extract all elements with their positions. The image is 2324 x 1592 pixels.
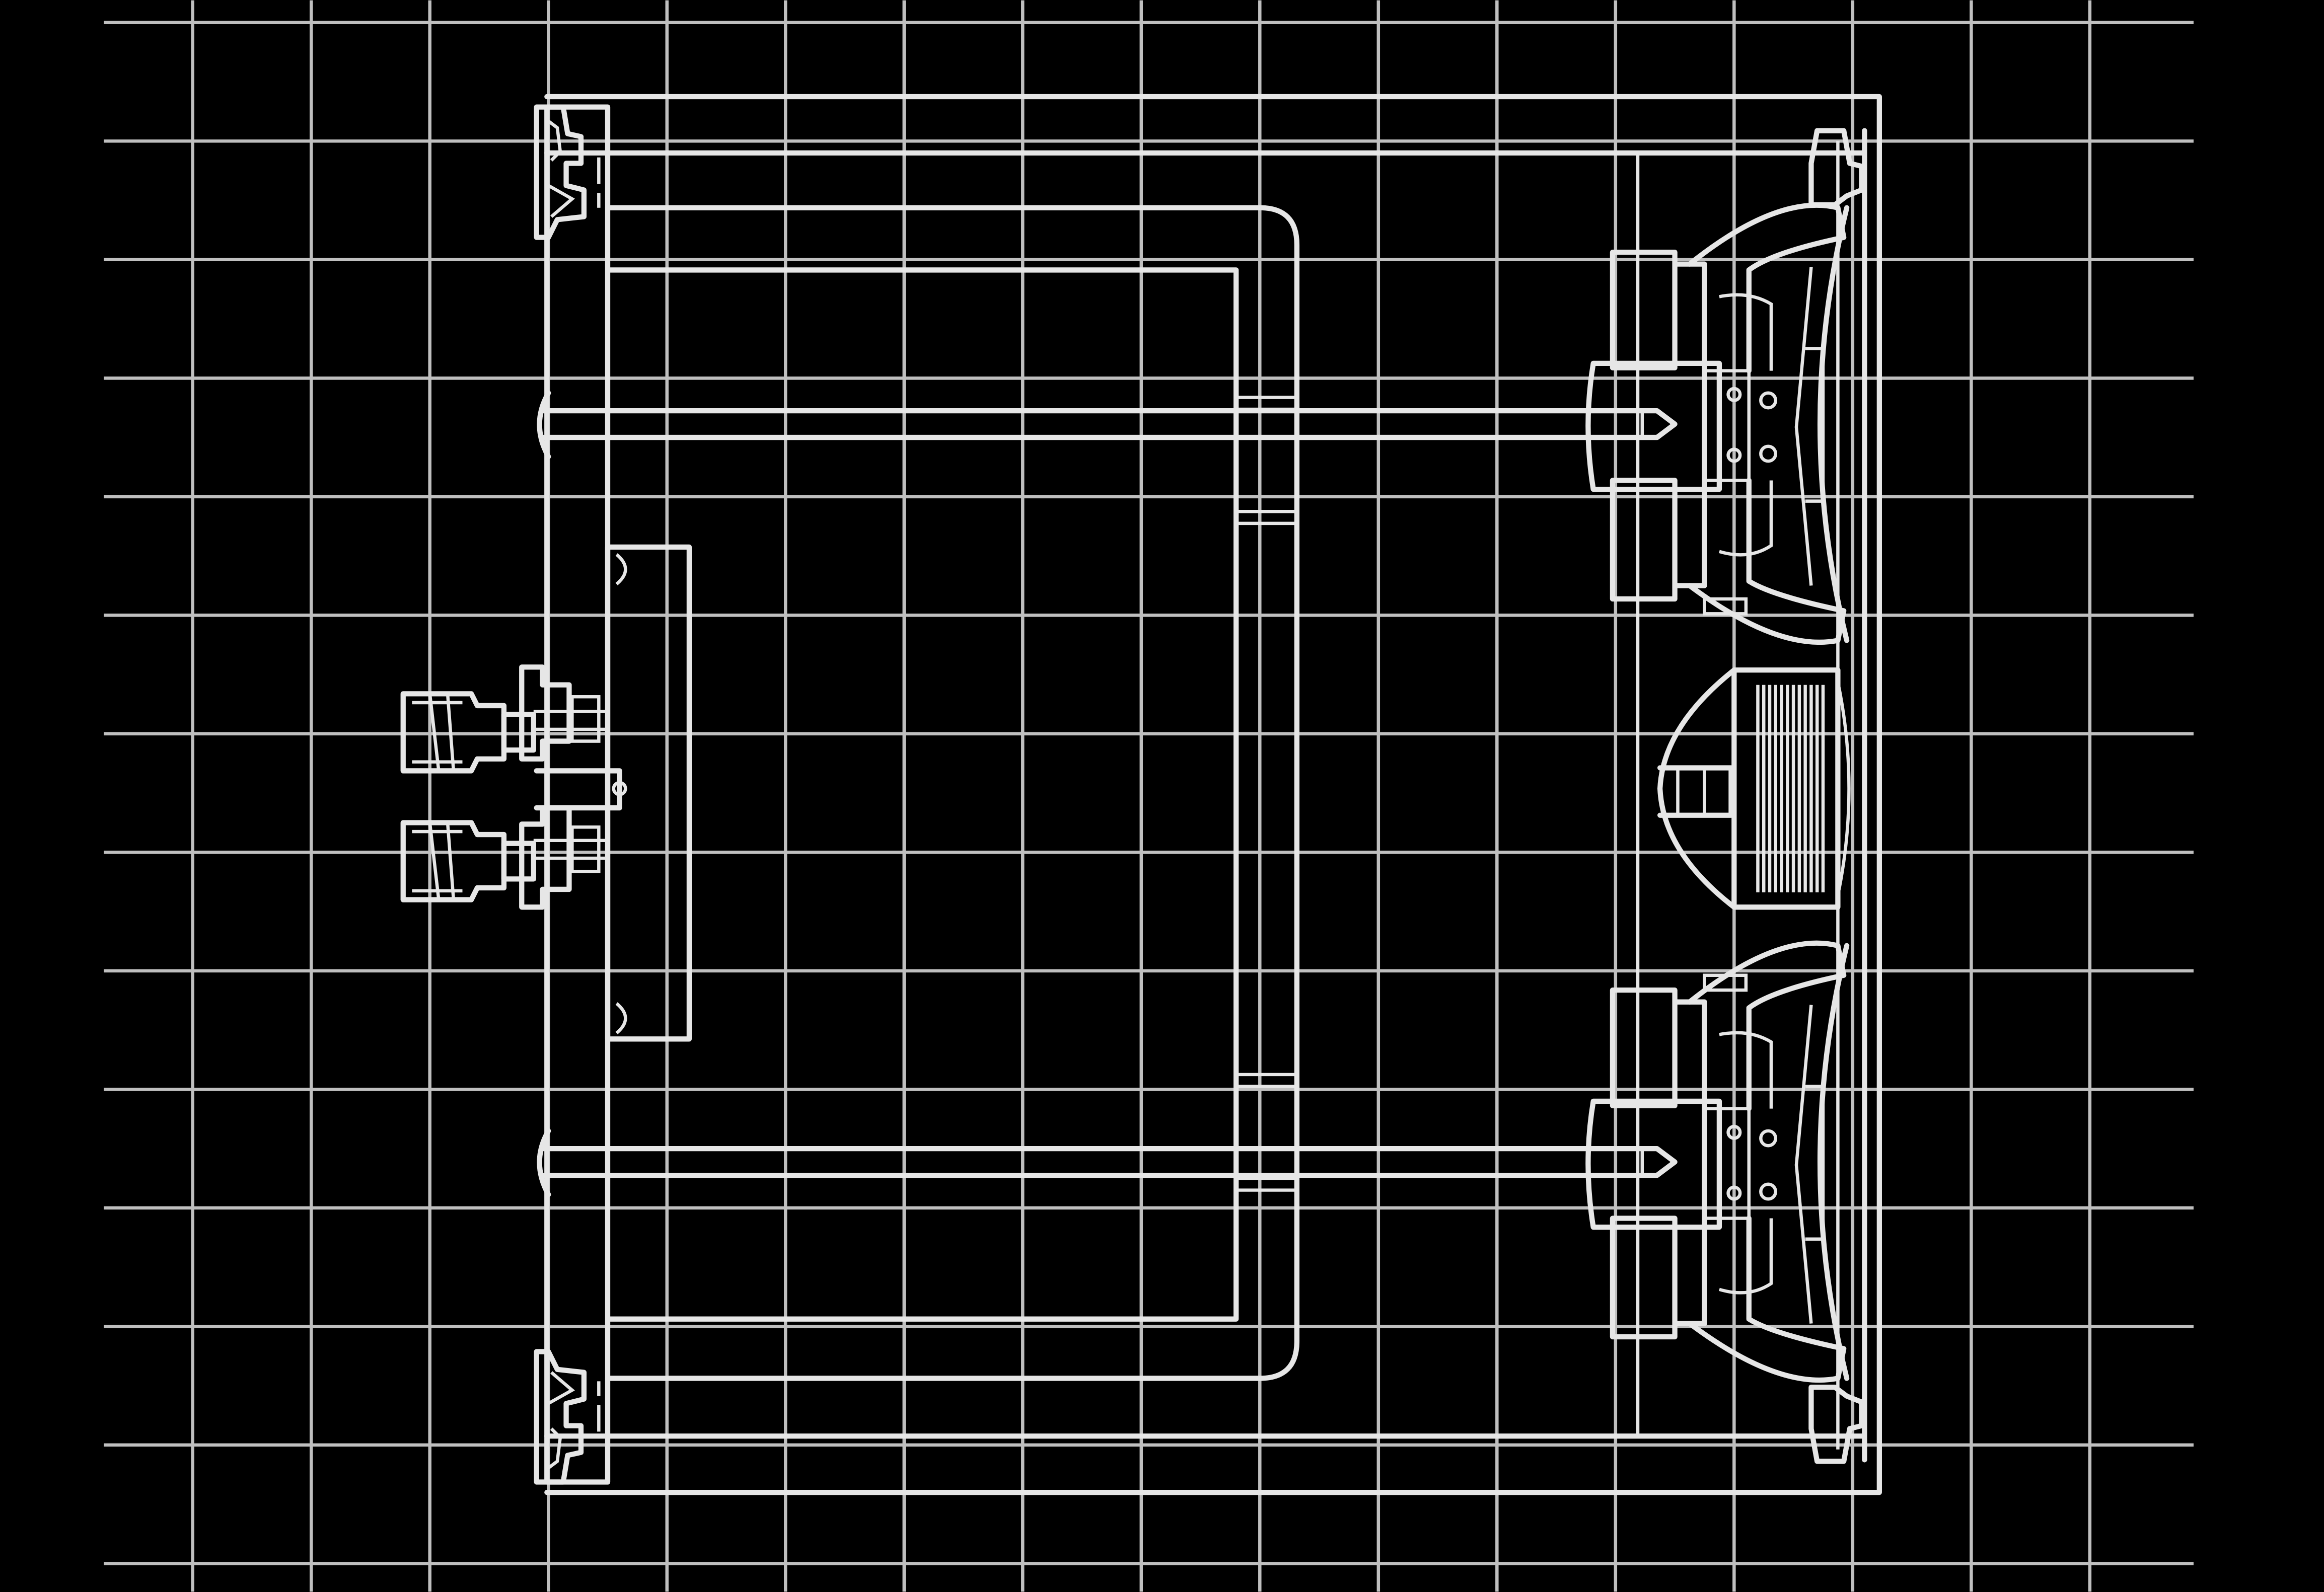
- terminal-pair: [400, 664, 627, 910]
- mounting-rod-lower: [537, 1128, 1678, 1197]
- mounting-rod-upper: [537, 390, 1678, 460]
- terminal-lower: [400, 805, 608, 910]
- woofer-lower: [1585, 940, 1850, 1383]
- terminal-plate: [605, 544, 692, 1042]
- woofer-upper: [1585, 202, 1850, 645]
- tweeter: [1657, 667, 1851, 910]
- internal-brace: [605, 205, 1300, 1381]
- terminal-upper: [400, 664, 608, 774]
